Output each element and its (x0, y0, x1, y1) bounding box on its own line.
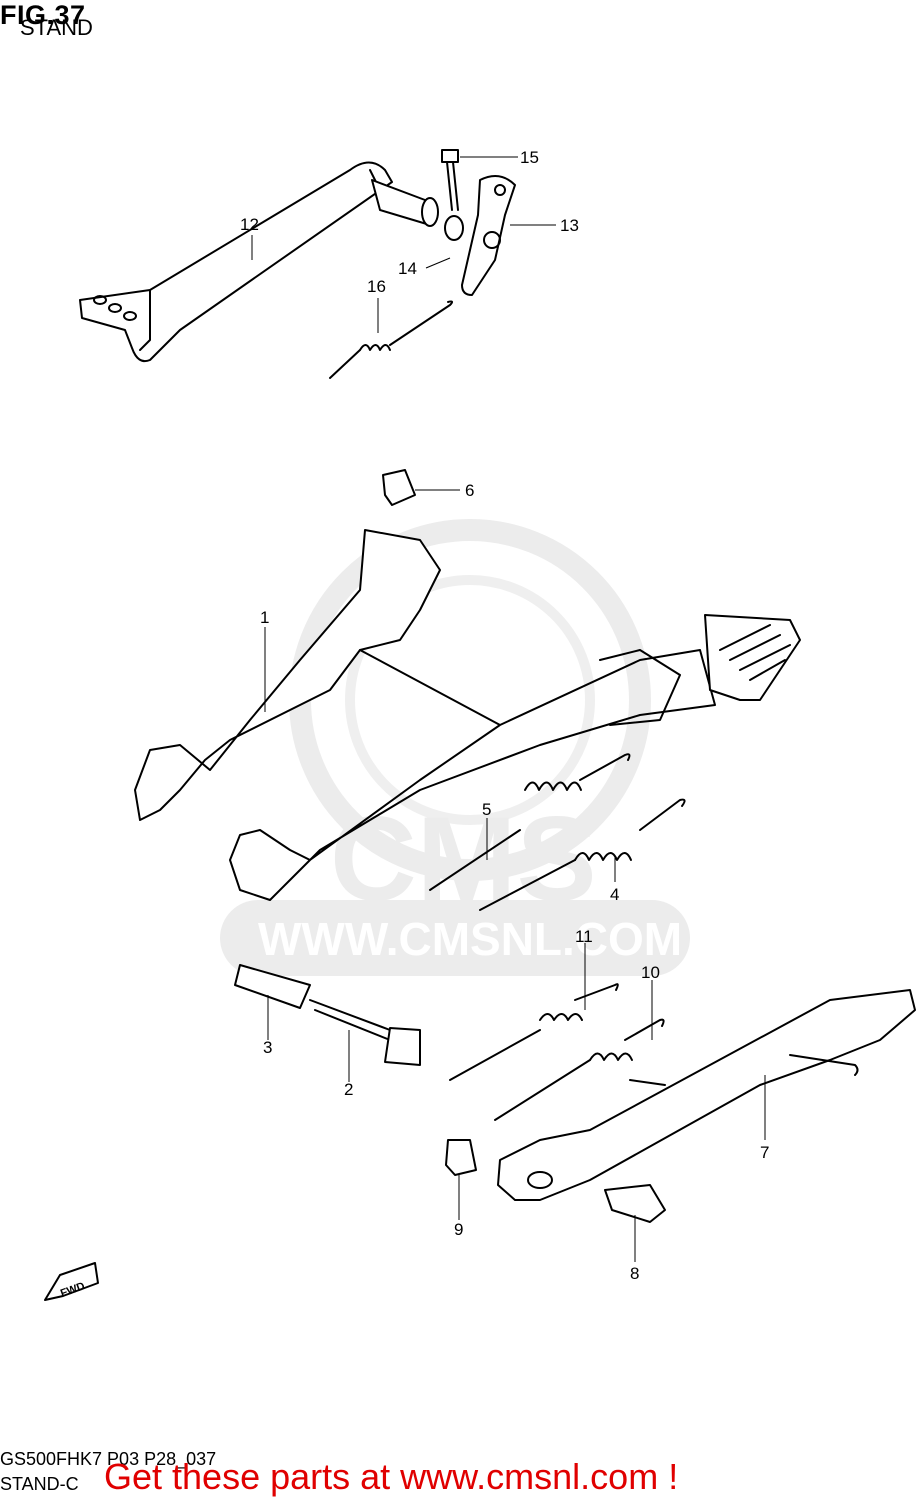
brake-pedal-arm (79, 161, 439, 363)
side-stand-7 (497, 989, 916, 1201)
callout-2: 2 (344, 1080, 353, 1099)
leader-lines (251, 156, 766, 1262)
pipe-3 (234, 964, 311, 1009)
callout-3: 3 (263, 1038, 272, 1057)
washer-14 (444, 215, 464, 241)
watermark-url: WWW.CMSNL.COM (258, 913, 682, 965)
callout-1: 1 (260, 608, 269, 627)
bracket-13 (461, 175, 516, 296)
watermark: CMS WWW.CMSNL.COM (220, 519, 690, 976)
callout-11: 11 (575, 927, 593, 946)
callout-10: 10 (641, 963, 660, 982)
figure-title: FIG.37 (0, 0, 86, 30)
spring-4 (479, 798, 686, 911)
callout-14: 14 (398, 259, 417, 278)
rubber-cap-6 (382, 469, 416, 506)
callout-16: 16 (367, 277, 386, 296)
footer-section-label: STAND-C (0, 1474, 79, 1494)
callout-4: 4 (610, 885, 619, 904)
callout-9: 9 (454, 1220, 463, 1239)
callout-5: 5 (482, 800, 491, 819)
spring-10 (494, 1018, 665, 1121)
parts-link[interactable]: Get these parts at www.cmsnl.com ! (104, 1456, 679, 1497)
bolt-2 (309, 999, 421, 1066)
callout-7: 7 (760, 1143, 769, 1162)
spring-5 (429, 753, 631, 891)
bolt-8 (604, 1184, 666, 1223)
spring-11 (449, 983, 619, 1081)
callout-15: 15 (520, 148, 539, 167)
figure-subtitle: STAND (20, 15, 93, 40)
callout-6: 6 (465, 481, 474, 500)
callout-12: 12 (240, 215, 259, 234)
fwd-arrow-icon (44, 1262, 99, 1301)
callout-8: 8 (630, 1264, 639, 1283)
spring-16 (329, 300, 454, 379)
center-stand-1 (134, 529, 801, 901)
callout-13: 13 (560, 216, 579, 235)
bolt-15 (441, 149, 459, 211)
collar-9 (445, 1139, 477, 1176)
footer-diagram-code: GS500FHK7 P03 P28_037 (0, 1449, 217, 1469)
